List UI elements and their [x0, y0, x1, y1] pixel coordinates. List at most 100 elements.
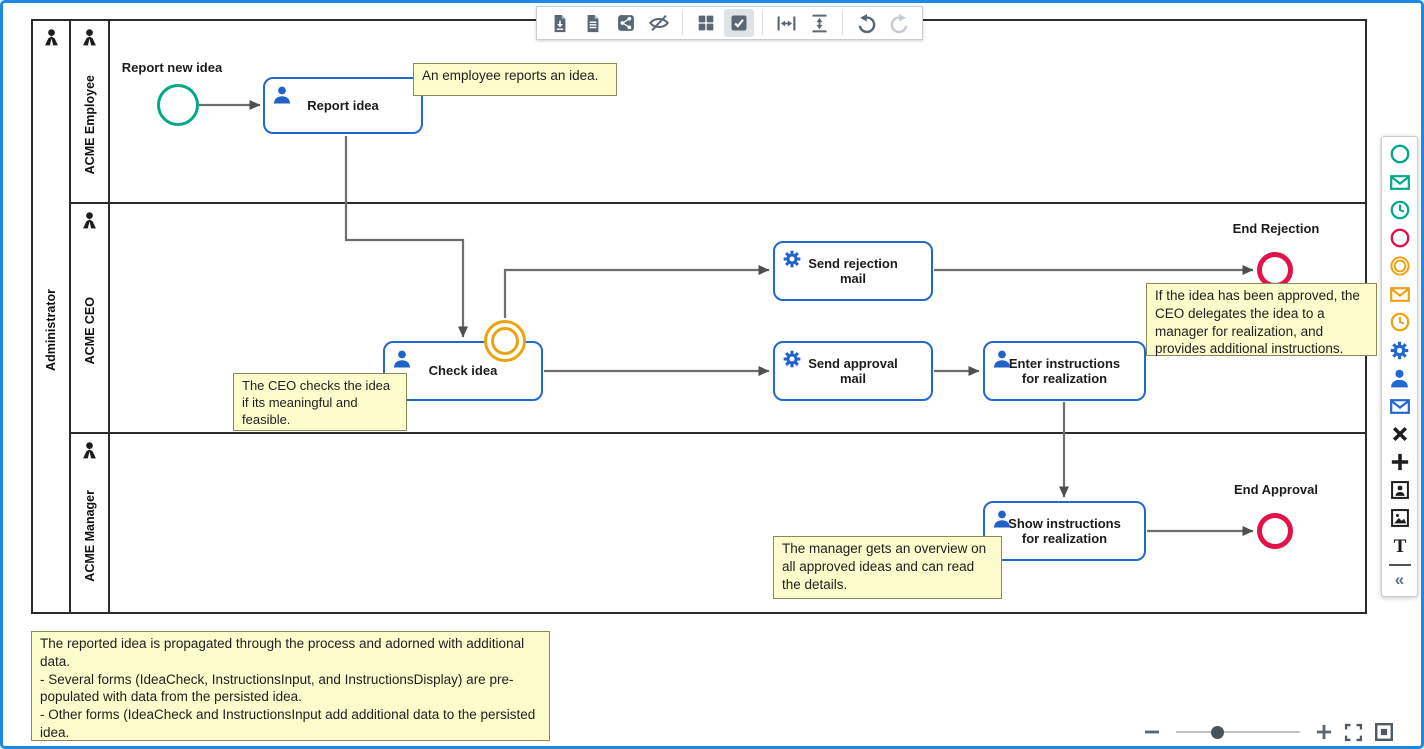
- user-task-icon: [992, 509, 1012, 529]
- task-send-rejection-mail[interactable]: Send rejection mail: [773, 241, 933, 301]
- minus-icon: [1144, 730, 1160, 734]
- palette-start-event[interactable]: [1381, 140, 1418, 168]
- zoom-slider[interactable]: [1176, 725, 1300, 739]
- end-rejection-label: End Rejection: [1232, 221, 1320, 236]
- palette-user-task[interactable]: [1381, 364, 1418, 392]
- lane-header[interactable]: ACME Manager: [71, 434, 110, 612]
- palette-send-task[interactable]: [1381, 392, 1418, 420]
- undo-icon: [858, 13, 875, 33]
- zoom-out-button[interactable]: [1142, 722, 1162, 742]
- lane-header[interactable]: ACME Employee: [71, 21, 110, 202]
- task-enter-instructions[interactable]: Enter instructions for realization: [983, 341, 1146, 401]
- fit-width-button[interactable]: [771, 9, 801, 37]
- grid-view-button[interactable]: [691, 9, 721, 37]
- service-task-gear-icon: [782, 249, 802, 269]
- end-event-icon: [1389, 227, 1411, 249]
- task-report-idea[interactable]: Report idea: [263, 77, 423, 134]
- document-icon: [587, 14, 599, 32]
- task-label: Send approval mail: [808, 355, 898, 386]
- annotation-ceo-checks[interactable]: The CEO checks the idea if its meaningfu…: [233, 373, 407, 431]
- share-icon: [618, 15, 634, 31]
- hide-overlays-button[interactable]: [644, 9, 674, 37]
- sequence-flows-layer: [199, 100, 1254, 536]
- service-task-gear-icon: [782, 349, 802, 369]
- palette-message-intermediate-event[interactable]: [1381, 280, 1418, 308]
- fit-height-icon: [812, 14, 826, 32]
- start-event[interactable]: [157, 84, 199, 126]
- toolbar-separator: [682, 11, 683, 35]
- toolbar-separator: [842, 11, 843, 35]
- palette-intermediate-event[interactable]: [1381, 252, 1418, 280]
- timer-intermediate-icon: [1389, 311, 1411, 333]
- palette-timer-intermediate-event[interactable]: [1381, 308, 1418, 336]
- annotation-idea-approved[interactable]: If the idea has been approved, the CEO d…: [1146, 283, 1377, 356]
- palette-parallel-gateway[interactable]: [1381, 448, 1418, 476]
- image-icon: [1390, 509, 1409, 527]
- palette-exclusive-gateway[interactable]: [1381, 420, 1418, 448]
- top-toolbar: [536, 6, 923, 40]
- plus-gateway-icon: [1390, 452, 1410, 472]
- intermediate-event-icon: [1389, 255, 1411, 277]
- element-palette: T «: [1381, 136, 1418, 597]
- svg-text:T: T: [1393, 536, 1406, 556]
- task-label: Report idea: [307, 97, 379, 113]
- task-label: Show instructions for realization: [1008, 515, 1121, 546]
- user-task-icon: [992, 349, 1012, 369]
- lane-acme-manager[interactable]: ACME Manager: [71, 432, 1365, 612]
- plus-icon: [1316, 724, 1332, 740]
- fit-height-button[interactable]: [804, 9, 834, 37]
- timer-start-icon: [1389, 199, 1411, 221]
- start-event-label: Report new idea: [121, 60, 223, 75]
- flow-report-to-check[interactable]: [344, 136, 468, 338]
- lane-acme-ceo[interactable]: ACME CEO: [71, 202, 1365, 432]
- palette-service-task[interactable]: [1381, 336, 1418, 364]
- palette-end-event[interactable]: [1381, 224, 1418, 252]
- lane-header[interactable]: ACME CEO: [71, 204, 110, 432]
- task-label: Enter instructions for realization: [1008, 355, 1121, 386]
- end-event-approval[interactable]: [1257, 513, 1293, 549]
- end-event-rejection[interactable]: [1257, 252, 1293, 288]
- task-send-approval-mail[interactable]: Send approval mail: [773, 341, 933, 401]
- download-file-icon: [554, 14, 566, 32]
- annotation-manager-overview[interactable]: The manager gets an overview on all appr…: [773, 536, 1002, 599]
- checkbox-overlay-button[interactable]: [724, 9, 754, 37]
- fit-width-icon: [777, 16, 795, 30]
- palette-timer-start-event[interactable]: [1381, 196, 1418, 224]
- annotation-employee-reports[interactable]: An employee reports an idea.: [413, 63, 617, 96]
- task-label: Check idea: [428, 363, 498, 379]
- user-image-icon: [1390, 481, 1409, 499]
- palette-divider: [1388, 564, 1411, 566]
- pool-header[interactable]: Administrator: [33, 21, 71, 612]
- zoom-slider-thumb[interactable]: [1210, 726, 1224, 739]
- annotation-reported-idea-data[interactable]: The reported idea is propagated through …: [31, 631, 550, 741]
- palette-message-start-event[interactable]: [1381, 168, 1418, 196]
- user-task-icon: [392, 349, 412, 369]
- palette-image[interactable]: [1381, 504, 1418, 532]
- zoom-slider-track[interactable]: [1176, 731, 1300, 733]
- flow-boundary-to-rejection[interactable]: [503, 265, 770, 318]
- palette-collapse-button[interactable]: «: [1394, 570, 1405, 589]
- lane-acme-employee[interactable]: ACME Employee: [71, 21, 1365, 202]
- text-icon: T: [1393, 536, 1406, 556]
- user-icon: [1389, 368, 1410, 389]
- download-file-button[interactable]: [545, 9, 575, 37]
- x-gateway-icon: [1390, 424, 1410, 444]
- redo-button[interactable]: [884, 9, 914, 37]
- palette-text[interactable]: T: [1381, 532, 1418, 560]
- palette-user-image[interactable]: [1381, 476, 1418, 504]
- undo-button[interactable]: [851, 9, 881, 37]
- fullscreen-icon: [1344, 723, 1363, 741]
- task-show-instructions[interactable]: Show instructions for realization: [983, 501, 1146, 561]
- user-task-icon: [272, 85, 292, 105]
- redo-icon: [890, 13, 907, 33]
- start-event-icon: [1389, 143, 1411, 165]
- zoom-in-button[interactable]: [1314, 722, 1334, 742]
- end-approval-label: End Approval: [1233, 482, 1319, 497]
- fullscreen-button[interactable]: [1343, 722, 1364, 743]
- document-report-button[interactable]: [578, 9, 608, 37]
- share-button[interactable]: [611, 9, 641, 37]
- fit-viewport-button[interactable]: [1373, 721, 1395, 743]
- boundary-intermediate-event[interactable]: [484, 320, 526, 362]
- boundary-inner-ring: [491, 327, 519, 355]
- fit-viewport-icon: [1375, 723, 1393, 741]
